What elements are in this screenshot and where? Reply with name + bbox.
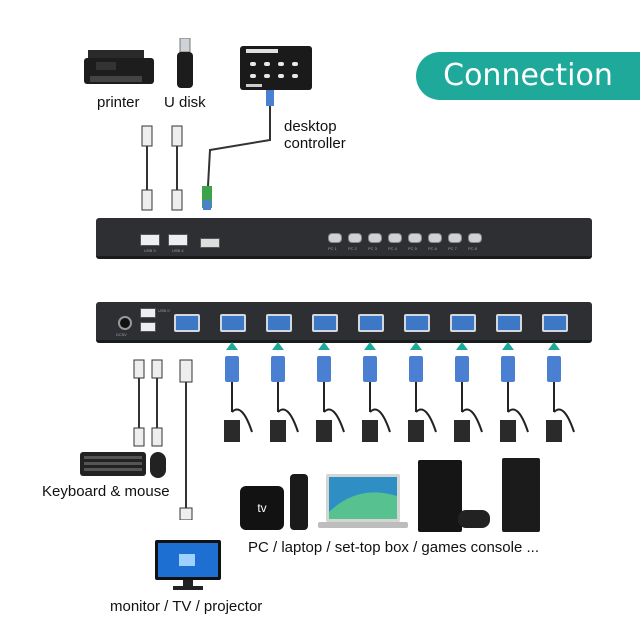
mini-usb-port[interactable] — [200, 238, 220, 248]
rear-usb-label: USB II — [158, 308, 170, 313]
vga-arrow-7 — [502, 342, 514, 350]
front-usb-label-3: USB 3 — [144, 248, 156, 253]
vga-port-pc3[interactable] — [312, 314, 338, 332]
vga-cable-1 — [225, 356, 239, 382]
pc8-label: PC 8 — [468, 246, 477, 251]
desktop-controller-image — [240, 46, 312, 90]
pc2-label: PC 2 — [348, 246, 357, 251]
usb-drive-image — [176, 37, 194, 90]
printer-label: printer — [97, 94, 140, 111]
front-usb-port-3[interactable] — [140, 234, 160, 246]
vga-port-pc2[interactable] — [266, 314, 292, 332]
vga-port-pc6[interactable] — [450, 314, 476, 332]
top-cables — [141, 90, 274, 211]
connection-badge: Connection — [416, 52, 640, 100]
vga-cable-2 — [271, 356, 285, 382]
vga-cable-8 — [547, 356, 561, 382]
pc1-button[interactable] — [328, 233, 342, 243]
pc5-label: PC 5 — [408, 246, 417, 251]
vga-arrow-1 — [226, 342, 238, 350]
vga-arrow-4 — [364, 342, 376, 350]
mouse-image — [150, 452, 166, 478]
power-label: DC5V — [116, 332, 127, 337]
kbm-cables — [133, 359, 193, 520]
vga-port-pc5[interactable] — [404, 314, 430, 332]
games-console-image — [418, 460, 462, 532]
pc-devices-label: PC / laptop / set-top box / games consol… — [248, 539, 539, 556]
vga-cable-5 — [409, 356, 423, 382]
vga-arrow-3 — [318, 342, 330, 350]
pc7-button[interactable] — [448, 233, 462, 243]
gamepad-image — [458, 510, 490, 528]
vga-cable-4 — [363, 356, 377, 382]
kvm-front-panel: USB 3 USB 4 PC 1 PC 2 PC 3 PC 4 PC 5 PC … — [96, 218, 592, 259]
vga-port-monitor[interactable] — [174, 314, 200, 332]
pc4-button[interactable] — [388, 233, 402, 243]
desktop-pc-image — [502, 458, 540, 532]
vga-arrow-6 — [456, 342, 468, 350]
vga-port-pc1[interactable] — [220, 314, 246, 332]
monitor-label: monitor / TV / projector — [110, 598, 263, 615]
vga-cable-6 — [455, 356, 469, 382]
vga-port-pc8[interactable] — [542, 314, 568, 332]
vga-arrow-2 — [272, 342, 284, 350]
remote-image — [290, 474, 308, 530]
pc3-button[interactable] — [368, 233, 382, 243]
set-top-box-image: tv — [240, 486, 284, 530]
pc4-label: PC 4 — [388, 246, 397, 251]
kvm-rear-panel: DC5V USB II — [96, 302, 592, 343]
pc8-button[interactable] — [468, 233, 482, 243]
vga-port-pc7[interactable] — [496, 314, 522, 332]
vga-cable-3 — [317, 356, 331, 382]
vga-cable-7 — [501, 356, 515, 382]
front-usb-port-4[interactable] — [168, 234, 188, 246]
pc1-label: PC 1 — [328, 246, 337, 251]
udisk-label: U disk — [164, 94, 206, 111]
vga-port-pc4[interactable] — [358, 314, 384, 332]
front-usb-label-4: USB 4 — [172, 248, 184, 253]
vga-arrow-8 — [548, 342, 560, 350]
pc5-button[interactable] — [408, 233, 422, 243]
pc2-button[interactable] — [348, 233, 362, 243]
vga-arrow-5 — [410, 342, 422, 350]
pc6-label: PC 6 — [428, 246, 437, 251]
laptop-image — [318, 474, 408, 534]
keyboard-mouse-label: Keyboard & mouse — [42, 483, 170, 500]
rear-usb-port-1[interactable] — [140, 308, 156, 318]
vga-cable-tails — [224, 382, 575, 442]
power-jack[interactable] — [118, 316, 132, 330]
rear-usb-port-2[interactable] — [140, 322, 156, 332]
printer-image — [82, 48, 156, 88]
appletv-logo-text: tv — [257, 501, 267, 515]
pc6-button[interactable] — [428, 233, 442, 243]
monitor-image — [155, 540, 221, 592]
desktop-controller-label: desktop controller — [284, 118, 346, 152]
pc7-label: PC 7 — [448, 246, 457, 251]
pc3-label: PC 3 — [368, 246, 377, 251]
keyboard-image — [80, 452, 146, 476]
